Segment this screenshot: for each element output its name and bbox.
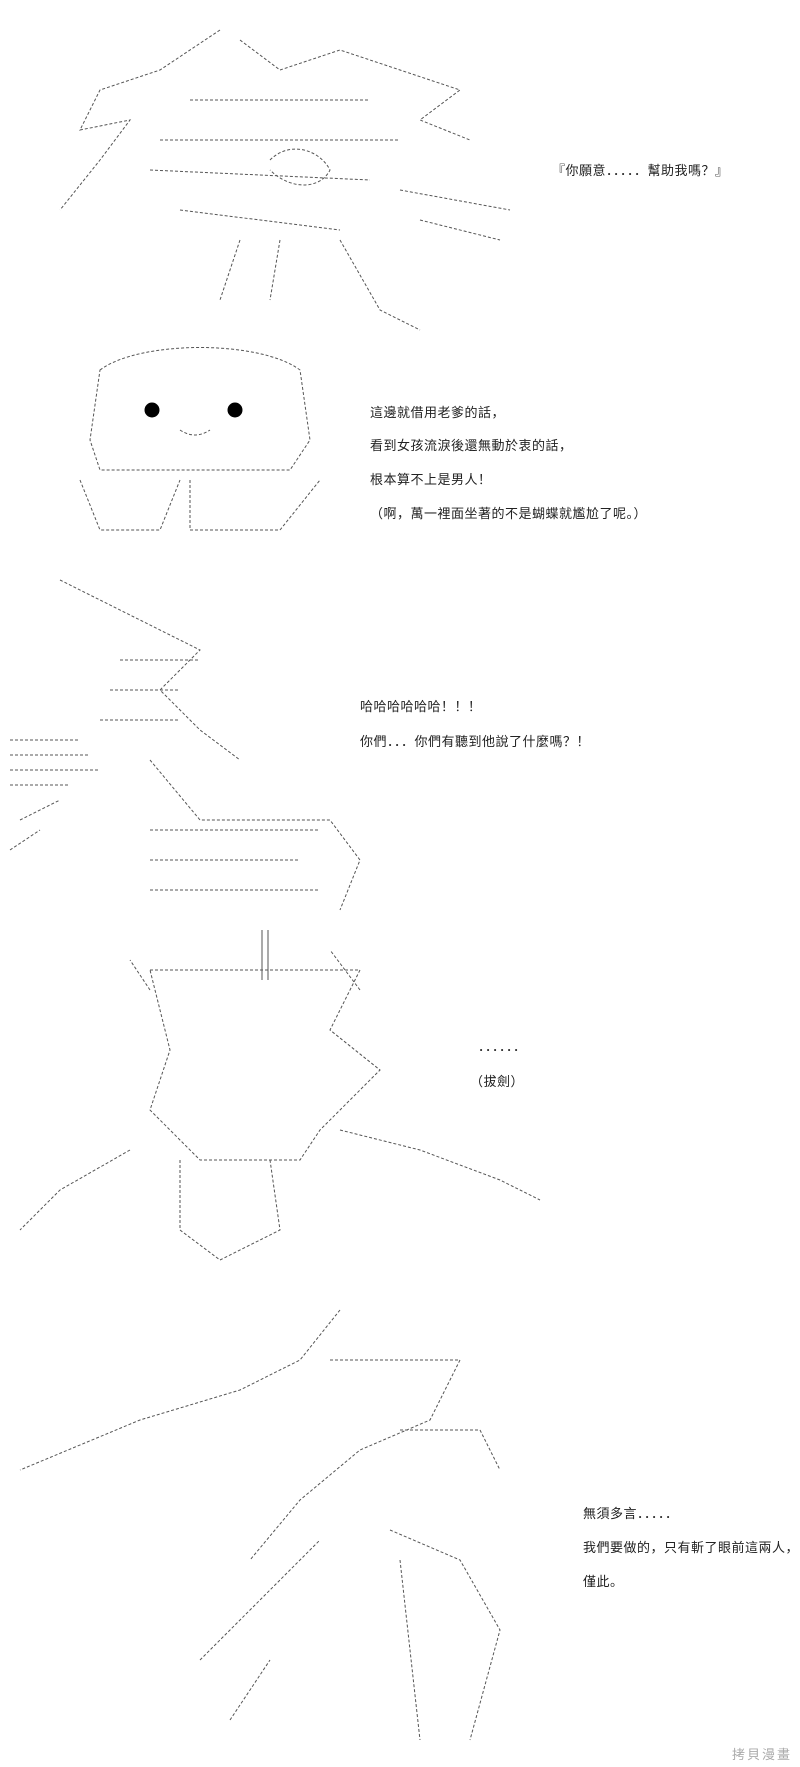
- dialogue-line: 僅此。: [583, 1575, 624, 1590]
- dialogue-line: 你們．．．你們有聽到他說了什麼嗎？！: [360, 735, 591, 750]
- dialogue-line: 哈哈哈哈哈哈！！！: [360, 700, 482, 715]
- dialogue-line: ．．．．．．: [478, 1040, 527, 1055]
- dialogue-line: 這邊就借用老爹的話，: [370, 406, 506, 421]
- dialogue-line: 『你願意．．．．．幫助我嗎？』: [552, 164, 729, 179]
- ascii-art-armored-knight: [19, 930, 541, 1261]
- watermark: 拷貝漫畫: [731, 1748, 792, 1763]
- ascii-art-cute-face: [79, 347, 321, 531]
- dialogue-line: （啊，萬一裡面坐著的不是蝴蝶就尷尬了呢。）: [370, 507, 648, 522]
- ascii-art-sword-fighter: [19, 1309, 501, 1741]
- dialogue-line: 根本算不上是男人！: [370, 473, 492, 488]
- dialogue-line: 看到女孩流淚後還無動於衷的話，: [370, 439, 573, 454]
- dialogue-line: （拔劍）: [470, 1075, 525, 1090]
- dialogue-line: 我們要做的，只有斬了眼前這兩人，: [583, 1541, 800, 1556]
- dialogue-line: 無須多言．．．．．: [583, 1507, 679, 1522]
- ascii-art-laughing-figure: [9, 579, 361, 911]
- ascii-art-winged-figure: [59, 29, 511, 331]
